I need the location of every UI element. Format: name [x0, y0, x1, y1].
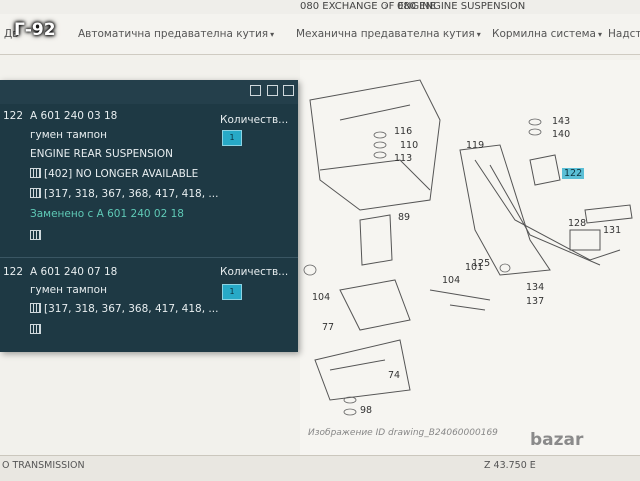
row-divider	[0, 257, 298, 258]
diagram-callout[interactable]: 119	[466, 140, 485, 151]
diagram-callout[interactable]: 125	[472, 258, 491, 269]
part-number[interactable]: A 601 240 07 18	[30, 266, 118, 278]
diagram-callout[interactable]: 131	[603, 225, 622, 236]
diagram-callout[interactable]: 101	[465, 262, 484, 273]
breadcrumb-item-current[interactable]: 080 ENGINE SUSPENSION	[397, 1, 526, 12]
diagram-image-id: Изображение ID drawing_B24060000169	[308, 428, 498, 438]
diagram-callout[interactable]: 104	[442, 275, 461, 286]
quantity-label: Количеств...	[220, 114, 289, 126]
menu-item-engine[interactable]: Дв	[4, 28, 18, 40]
part-replacement[interactable]: Заменено с A 601 240 02 18	[30, 208, 184, 220]
part-row[interactable]: 122 A 601 240 07 18 Количеств... 1 гумен…	[0, 264, 298, 344]
diagram-callout[interactable]: 116	[394, 126, 413, 137]
category-menu-bar: Дв Автоматична предавателна кутия▾ Механ…	[0, 14, 640, 55]
part-availability-note: [402] NO LONGER AVAILABLE	[30, 168, 198, 180]
bottom-right-label: Z 43.750 E	[484, 460, 536, 471]
models-text: [317, 318, 367, 368, 417, 418, ...	[44, 303, 219, 315]
part-models: [317, 318, 367, 368, 417, 418, ...	[30, 188, 218, 200]
part-models: [317, 318, 367, 368, 417, 418, ...	[30, 303, 218, 315]
menu-item-label: Дв	[4, 28, 19, 40]
diagram-callout[interactable]: 137	[526, 296, 545, 307]
diagram-callout[interactable]: 143	[552, 116, 571, 127]
menu-item-label: Автоматична предавателна кутия	[78, 28, 269, 40]
bottom-section-label[interactable]: O TRANSMISSION	[2, 460, 85, 471]
diagram-callout[interactable]: 74	[388, 370, 401, 381]
panel-header	[0, 80, 298, 104]
menu-item-label: Кормилна система	[492, 28, 596, 40]
part-position: 122	[3, 110, 24, 122]
chevron-down-icon: ▾	[597, 30, 602, 39]
note-text: [402] NO LONGER AVAILABLE	[44, 168, 199, 180]
bottom-bar: O TRANSMISSION Z 43.750 E	[0, 455, 640, 481]
menu-item-label: Механична предавателна кутия	[296, 28, 475, 40]
menu-item-manual-transmission[interactable]: Механична предавателна кутия▾	[296, 28, 481, 40]
diagram-drawing	[303, 79, 633, 416]
copy-icon[interactable]	[283, 85, 294, 96]
part-name: гумен тампон	[30, 284, 107, 296]
menu-item-body[interactable]: Надст	[608, 28, 640, 40]
factory-icon	[30, 230, 44, 242]
parts-panel: 122 A 601 240 03 18 Количеств... 1 гумен…	[0, 80, 298, 352]
quantity-label: Количеств...	[220, 266, 289, 278]
diagram-callout[interactable]: 89	[398, 212, 411, 223]
diagram-callout[interactable]: 98	[360, 405, 373, 416]
models-text: [317, 318, 367, 368, 417, 418, ...	[44, 188, 219, 200]
bazar-logo: bazar	[530, 430, 584, 450]
diagram-callout[interactable]: 110	[400, 140, 419, 151]
diagram-callout-highlighted[interactable]: 122	[562, 168, 585, 179]
part-description: ENGINE REAR SUSPENSION	[30, 148, 174, 160]
part-number[interactable]: A 601 240 03 18	[30, 110, 118, 122]
factory-icon	[30, 324, 44, 336]
chevron-down-icon: ▾	[270, 30, 275, 39]
diagram-callout[interactable]: 140	[552, 129, 571, 140]
diagram-callout[interactable]: 77	[322, 322, 335, 333]
diagram-callout[interactable]: 113	[394, 153, 413, 164]
calendar-icon	[30, 303, 41, 313]
chevron-down-icon: ▾	[476, 30, 481, 39]
diagram-callout[interactable]: 128	[568, 218, 587, 229]
panel-toolbar	[248, 85, 294, 99]
breadcrumb-separator: ›	[384, 1, 388, 12]
diagram-callout[interactable]: 104	[312, 292, 331, 303]
quantity-value[interactable]: 1	[222, 130, 242, 146]
menu-item-steering[interactable]: Кормилна система▾	[492, 28, 602, 40]
calendar-icon	[30, 188, 41, 198]
parts-diagram[interactable]: 116 110 113 119 143 140 122 128 131 89 1…	[300, 60, 640, 455]
quantity-value[interactable]: 1	[222, 284, 242, 300]
document-icon	[30, 168, 41, 178]
menu-item-automatic-transmission[interactable]: Автоматична предавателна кутия▾	[78, 28, 274, 40]
part-name: гумен тампон	[30, 129, 107, 141]
grid-view-icon[interactable]	[250, 85, 262, 96]
diagram-callout[interactable]: 134	[526, 282, 545, 293]
part-position: 122	[3, 266, 24, 278]
breadcrumb-item-previous[interactable]: 080 EXCHANGE OF ENGINE	[300, 1, 436, 12]
watermark-label: Г-92	[14, 20, 56, 40]
menu-item-label: Надст	[608, 28, 640, 40]
part-row[interactable]: 122 A 601 240 03 18 Количеств... 1 гумен…	[0, 108, 298, 256]
expand-icon[interactable]	[266, 85, 278, 96]
breadcrumb: 080 EXCHANGE OF ENGINE › 080 ENGINE SUSP…	[0, 0, 640, 14]
